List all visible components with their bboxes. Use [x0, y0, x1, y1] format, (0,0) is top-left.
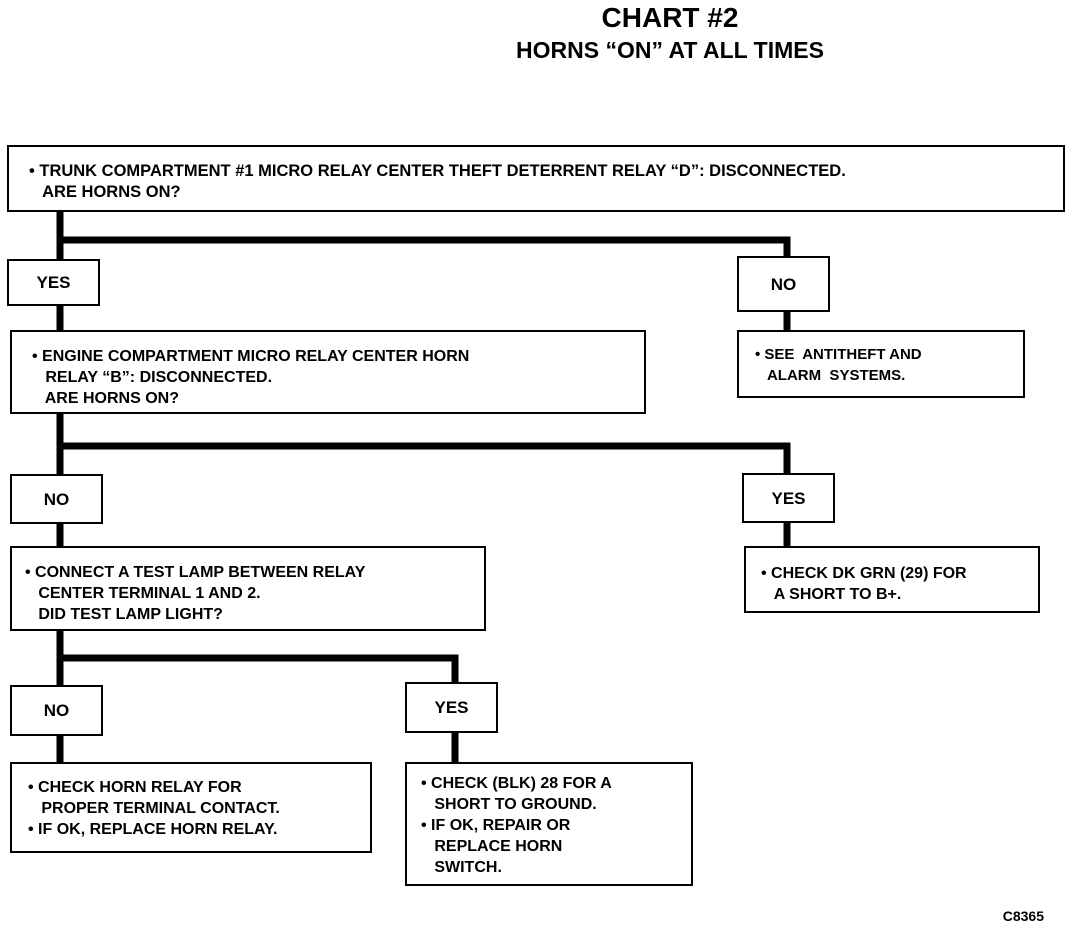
step2-box: • ENGINE COMPARTMENT MICRO RELAY CENTER … [10, 330, 646, 414]
result-line: PROPER TERMINAL CONTACT. [28, 800, 280, 817]
chart-subtitle: HORNS “ON” AT ALL TIMES [516, 37, 824, 63]
step2-line: RELAY “B”: DISCONNECTED. [32, 369, 273, 386]
result-line: • CHECK HORN RELAY FOR [28, 779, 242, 796]
step3-line: • CONNECT A TEST LAMP BETWEEN RELAY [25, 564, 366, 581]
answer-yes-3: YES [405, 682, 498, 733]
result-see-antitheft-box: • SEE ANTITHEFT AND ALARM SYSTEMS. [737, 330, 1025, 398]
step2-line: ARE HORNS ON? [32, 390, 179, 407]
result-check-blk28-box: • CHECK (BLK) 28 FOR A SHORT TO GROUND. … [405, 762, 693, 886]
connector-step3 [56, 627, 459, 689]
result-line: SHORT TO GROUND. [421, 796, 597, 813]
step1-line: • TRUNK COMPARTMENT #1 MICRO RELAY CENTE… [29, 162, 846, 180]
connector-step2 [56, 410, 791, 478]
answer-no-2: NO [10, 474, 103, 524]
answer-yes-2: YES [742, 473, 835, 523]
chart-title: CHART #2 [601, 2, 739, 33]
result-line: • CHECK DK GRN (29) FOR [761, 565, 967, 582]
result-line: • CHECK (BLK) 28 FOR A [421, 775, 612, 792]
result-line: REPLACE HORN [421, 838, 563, 855]
answer-no-3: NO [10, 685, 103, 736]
step3-box: • CONNECT A TEST LAMP BETWEEN RELAY CENT… [10, 546, 486, 631]
result-line: SWITCH. [421, 859, 502, 876]
result-line: A SHORT TO B+. [761, 586, 902, 603]
result-check-horn-relay-box: • CHECK HORN RELAY FOR PROPER TERMINAL C… [10, 762, 372, 853]
answer-no-1: NO [737, 256, 830, 312]
step3-line: DID TEST LAMP LIGHT? [25, 606, 223, 623]
connector-step1 [56, 208, 791, 263]
result-line: ALARM SYSTEMS. [755, 367, 906, 384]
step1-line: ARE HORNS ON? [29, 183, 181, 201]
result-line: • IF OK, REPLACE HORN RELAY. [28, 821, 278, 838]
result-line: • SEE ANTITHEFT AND [755, 346, 922, 363]
result-check-dk-grn-box: • CHECK DK GRN (29) FOR A SHORT TO B+. [744, 546, 1040, 613]
answer-yes-1: YES [7, 259, 100, 306]
figure-code: C8365 [1002, 908, 1044, 924]
step3-line: CENTER TERMINAL 1 AND 2. [25, 585, 261, 602]
step1-box: • TRUNK COMPARTMENT #1 MICRO RELAY CENTE… [7, 145, 1065, 212]
step2-line: • ENGINE COMPARTMENT MICRO RELAY CENTER … [32, 348, 470, 365]
result-line: • IF OK, REPAIR OR [421, 817, 571, 834]
